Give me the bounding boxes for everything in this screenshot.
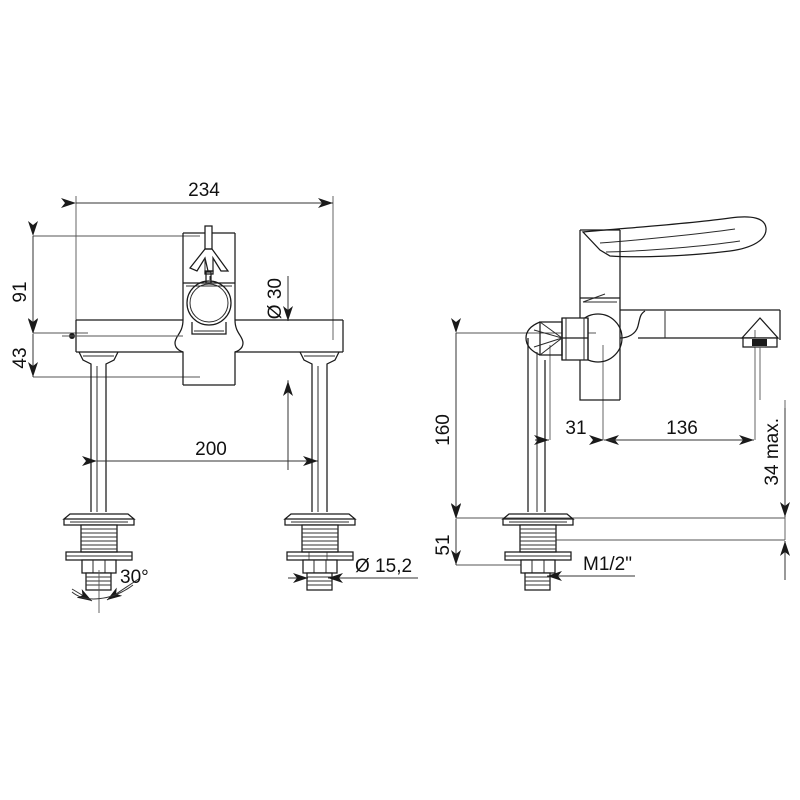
dim-label-234: 234 xyxy=(188,180,220,201)
dim-label-91: 91 xyxy=(10,281,31,302)
cartridge-ring-inner xyxy=(189,283,229,323)
body-lower-left-contour xyxy=(174,319,184,385)
dim-51: 51 xyxy=(433,504,461,565)
right-mounting-stud xyxy=(283,513,357,591)
lever-stem-front xyxy=(189,225,230,280)
indicator-tab xyxy=(205,271,212,284)
spout-arm xyxy=(619,309,781,340)
dim-label-dia-30: Ø 30 xyxy=(265,278,286,319)
dim-angle-30: 30° xyxy=(71,567,149,613)
right-riser-leg xyxy=(299,351,340,512)
body-side-bottom xyxy=(579,380,620,401)
aerator-nose xyxy=(740,317,780,400)
dim-34-max: 34 max. xyxy=(762,408,790,580)
dim-label-dia-15-2: Ø 15,2 xyxy=(355,556,412,577)
dim-label-160: 160 xyxy=(433,414,454,446)
dim-label-angle-30: 30° xyxy=(120,567,149,588)
body-side-bevel xyxy=(582,293,606,303)
left-mounting-stud xyxy=(62,513,136,591)
body-lower-right-contour xyxy=(234,319,244,385)
dim-label-31: 31 xyxy=(565,418,586,439)
cartridge-base-bracket xyxy=(191,322,227,335)
dim-160: 160 xyxy=(433,318,461,518)
dim-91: 91 xyxy=(10,221,38,333)
dim-label-51: 51 xyxy=(433,534,454,555)
side-elevation-view: 160 51 31 136 34 max. M1/2" xyxy=(433,216,790,591)
leader-label-m12: M1/2" xyxy=(583,554,632,575)
leader-m12: M1/2" xyxy=(547,554,635,581)
side-mounting-stud xyxy=(501,513,575,591)
cartridge-ring-outer xyxy=(186,280,232,326)
dim-label-43: 43 xyxy=(10,347,31,368)
left-riser-leg xyxy=(78,351,119,512)
dim-136: 136 xyxy=(589,418,754,445)
front-elevation-view: 234 91 43 200 Ø 30 Ø 15,2 xyxy=(10,180,418,613)
dim-43: 43 xyxy=(10,319,38,377)
dim-200: 200 xyxy=(82,439,318,466)
dim-label-136: 136 xyxy=(666,418,698,439)
dim-label-34-max: 34 max. xyxy=(762,418,783,486)
valve-ball-assembly xyxy=(525,313,623,363)
dim-234: 234 xyxy=(61,180,333,208)
dim-dia-15-2: Ø 15,2 xyxy=(288,556,418,583)
dim-label-200: 200 xyxy=(195,439,227,460)
dim-dia-30: Ø 30 xyxy=(265,276,293,470)
lever-handle-side xyxy=(581,216,767,258)
